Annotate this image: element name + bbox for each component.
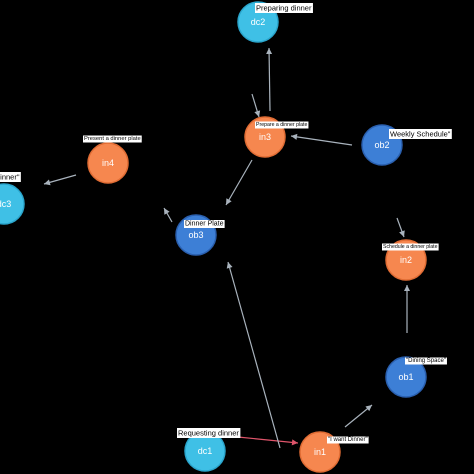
edge-dc1-in1	[237, 436, 299, 444]
edge-arrowhead-ob2-in3	[291, 133, 298, 140]
node-id-ob1: ob1	[398, 372, 413, 382]
node-id-in2: in2	[400, 255, 412, 265]
node-in1[interactable]: in1"I want Dinner"	[299, 431, 369, 473]
edge-in3-ob3	[225, 159, 253, 206]
node-ob1[interactable]: ob1 "Dining Space"	[385, 356, 447, 398]
node-label-bg-in1	[327, 436, 369, 444]
node-id-ob3: ob3	[188, 230, 203, 240]
edge-arrowhead-in4-dc3	[44, 179, 51, 186]
edge-arrowhead-in3-dc2	[266, 48, 273, 55]
node-id-ob2: ob2	[374, 140, 389, 150]
node-label-ob3: Dinner Plate	[185, 221, 224, 228]
node-dc2[interactable]: dc2 Preparing dinner	[237, 1, 313, 43]
node-label-dc1: Requesting dinner	[178, 429, 239, 438]
node-label-bg-dc1	[177, 428, 241, 438]
node-label-ob2: Weekly Schedule"	[390, 130, 451, 139]
node-label-in4: Present a dinner plate	[84, 136, 141, 142]
node-in2[interactable]: in2 Schedule a dinner plate	[382, 239, 439, 281]
node-label-in2: Schedule a dinner plate	[383, 244, 438, 250]
edge-ob2-in3	[290, 135, 353, 146]
node-circle-in4[interactable]	[87, 142, 129, 184]
node-in4[interactable]: in4 Present a dinner plate	[83, 135, 142, 184]
edge-arrowhead-in1-ob3	[226, 262, 233, 269]
node-id-in3: in3	[259, 132, 271, 142]
node-label-dc3: dinner"	[0, 173, 20, 182]
node-id-dc3: dc3	[0, 199, 11, 209]
node-id-in1: in1	[314, 447, 326, 457]
node-circle-ob1[interactable]	[385, 356, 427, 398]
node-label-bg-ob3	[184, 220, 225, 228]
node-label-bg-in2	[382, 243, 439, 251]
edge-arrowhead-dc1-in1	[291, 439, 298, 446]
edge-arrowhead-ob3-in4	[164, 208, 170, 215]
node-label-bg-in3	[255, 121, 309, 129]
node-id-dc1: dc1	[198, 446, 213, 456]
node-label-bg-in4	[83, 135, 142, 143]
node-label-in1: "I want Dinner"	[328, 437, 368, 443]
nodes-layer: dc2 Preparing dinner in3 Prepare a dinner p…	[0, 1, 452, 473]
node-label-in3: Prepare a dinner plate	[256, 122, 307, 128]
edge-arrowhead-ob1-in2	[404, 285, 410, 291]
node-id-dc2: dc2	[251, 17, 266, 27]
node-ob3[interactable]: ob3 Dinner Plate	[175, 214, 225, 256]
node-dc1[interactable]: dc1 Requesting dinner	[177, 428, 241, 472]
node-dc3[interactable]: dc3 dinner"	[0, 172, 25, 225]
edge-arrowhead-in3-ob3	[226, 198, 232, 205]
edge-arrowhead-in1-ob1	[365, 405, 372, 412]
edge-in1-ob3	[227, 261, 281, 449]
node-in3[interactable]: in3 Prepare a dinner plate	[244, 116, 309, 158]
node-label-bg-ob1	[405, 357, 447, 365]
node-label-bg-dc3	[0, 172, 21, 182]
edge-in3-dc2	[268, 47, 271, 112]
edge-arrowhead-dc2-in3	[254, 110, 261, 117]
node-label-bg-ob2	[389, 129, 452, 139]
node-label-bg-dc2	[255, 3, 313, 13]
node-label-ob1: "Dining Space"	[406, 358, 446, 364]
node-label-dc2: Preparing dinner	[256, 4, 312, 13]
edge-arrowhead-ob2-in2	[399, 230, 405, 237]
node-id-in4: in4	[102, 158, 114, 168]
edges-layer	[43, 47, 410, 449]
node-circle-dc3[interactable]	[0, 183, 25, 225]
